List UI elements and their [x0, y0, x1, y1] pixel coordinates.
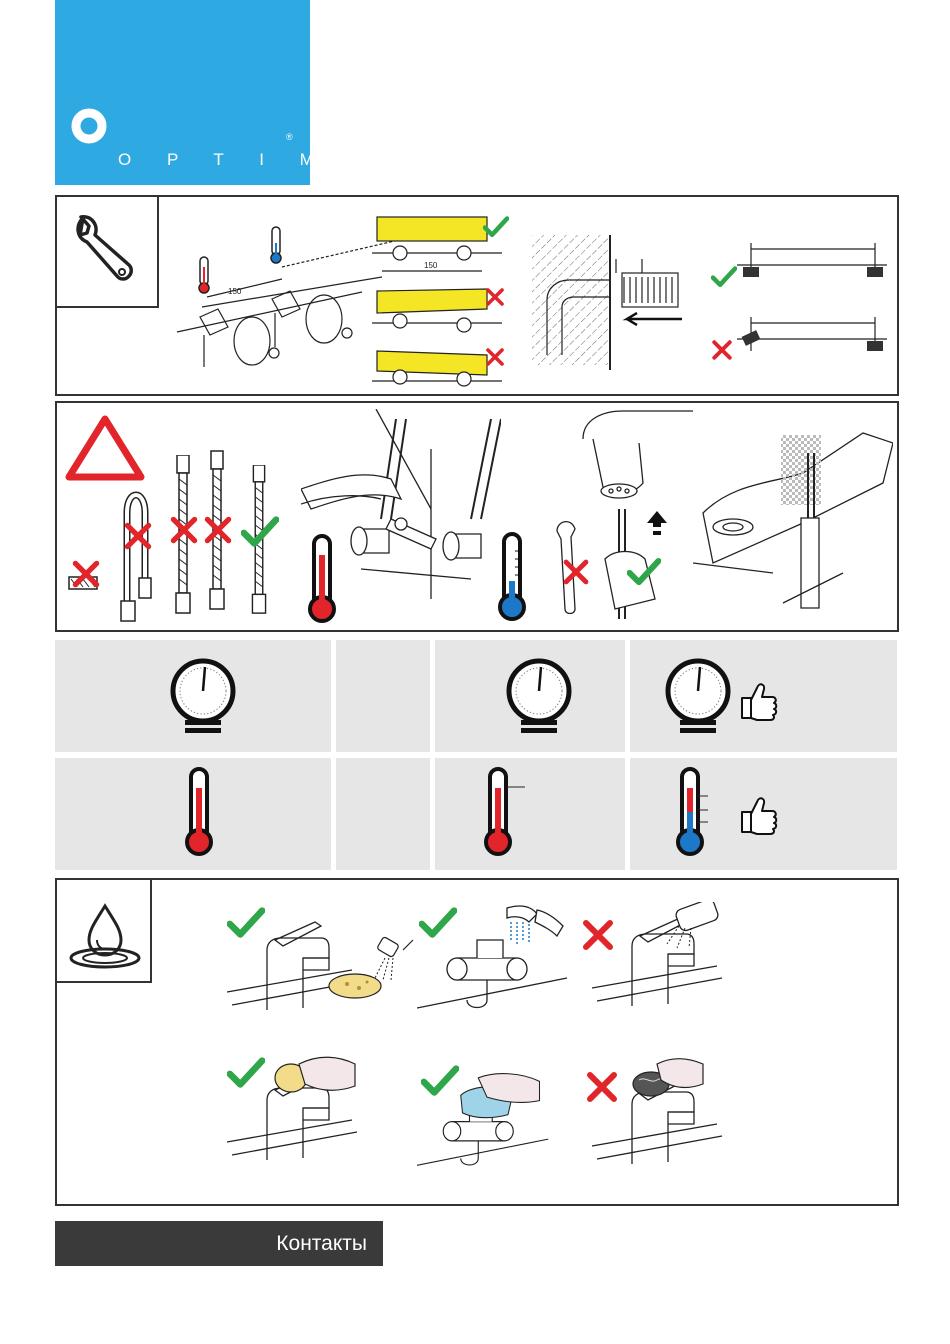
- check-icon: [421, 1064, 459, 1098]
- cross-icon: [581, 918, 615, 952]
- pressure-cell-4: [630, 640, 897, 752]
- valve-installation-illustration: [301, 409, 501, 609]
- hose-hand-tightening-illustration: [553, 409, 693, 629]
- temperature-cell-4: [630, 758, 897, 870]
- svg-text:150: 150: [228, 287, 242, 296]
- thumbs-up-icon: [738, 792, 778, 836]
- check-icon: [227, 906, 265, 940]
- looped-hose-illustration: [119, 483, 153, 623]
- pressure-cell-2: [336, 640, 430, 752]
- hand-with-sponge-illustration: [269, 1050, 359, 1100]
- water-drop-icon: [67, 902, 143, 972]
- installation-panel: 150 150: [55, 195, 899, 396]
- temperature-cell-3: [435, 758, 625, 870]
- care-icon-box: [57, 880, 152, 983]
- cross-icon: [485, 347, 505, 367]
- mixed-thermometer-icon: [675, 766, 715, 858]
- cross-icon: [711, 339, 733, 361]
- check-icon: [483, 215, 509, 239]
- temperature-cell-1: [55, 758, 331, 870]
- cross-icon: [123, 521, 153, 551]
- wrench-icon: [73, 212, 139, 288]
- sponge-and-aerator-illustration: [325, 936, 415, 1006]
- cross-icon: [585, 1070, 619, 1104]
- tick-mark: [507, 782, 527, 792]
- hose-warning-panel: [55, 401, 899, 632]
- pressure-cell-3: [435, 640, 625, 752]
- hand-with-scourer-illustration: [627, 1052, 707, 1102]
- pressure-gauge-icon: [163, 658, 243, 738]
- registered-mark: ®: [286, 132, 293, 142]
- pressure-gauge-icon: [499, 658, 579, 738]
- cross-icon: [562, 558, 590, 586]
- pressure-gauge-icon: [658, 658, 738, 738]
- check-icon: [711, 265, 737, 289]
- cross-icon: [169, 515, 199, 545]
- cross-icon: [203, 515, 233, 545]
- alignment-illustration: [737, 241, 892, 351]
- temperature-cell-2: [336, 758, 430, 870]
- wall-connection-illustration: [532, 235, 702, 375]
- contacts-button[interactable]: Контакты: [55, 1221, 383, 1266]
- cross-icon: [485, 287, 505, 307]
- installation-icon-box: [57, 197, 159, 308]
- check-icon: [227, 1056, 265, 1090]
- pressure-cell-1: [55, 640, 331, 752]
- thermometer-icon: [184, 766, 214, 858]
- thumbs-up-icon: [738, 678, 778, 722]
- brand-logo-mark: [69, 106, 109, 146]
- cross-icon: [71, 559, 101, 589]
- check-icon: [627, 557, 661, 587]
- brand-name: O P T I M A: [118, 150, 375, 170]
- warning-triangle-icon: [65, 415, 145, 481]
- check-icon: [241, 515, 279, 549]
- svg-text:150: 150: [424, 261, 438, 270]
- spray-cleaner-illustration: [657, 902, 727, 952]
- thermometer-icon: [483, 766, 513, 858]
- cold-thermometer-icon: [497, 531, 527, 623]
- check-icon: [419, 906, 457, 940]
- sink-hose-illustration: [693, 423, 893, 613]
- care-panel: [55, 878, 899, 1206]
